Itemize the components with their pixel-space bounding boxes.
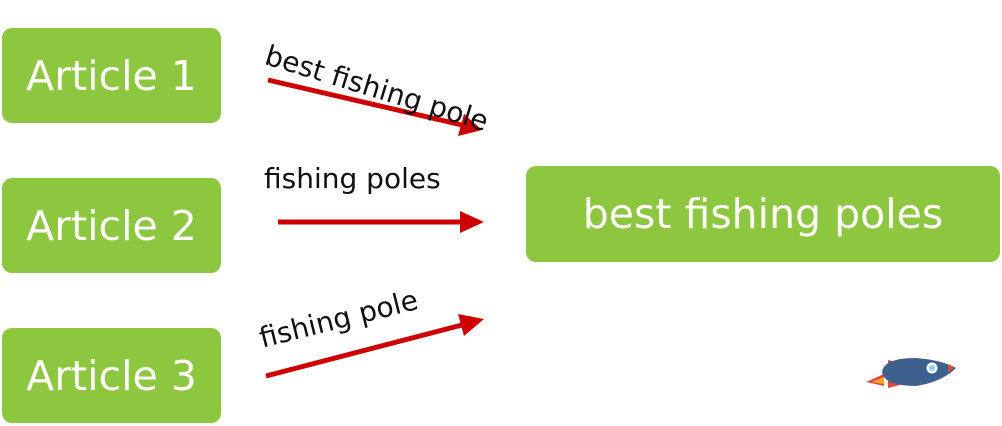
article-1-label: Article 1 [26, 51, 197, 100]
anchor-text-2: fishing poles [264, 162, 441, 195]
article-1-box: Article 1 [2, 28, 221, 123]
article-3-label: Article 3 [26, 351, 197, 400]
arrow-3 [265, 314, 484, 379]
arrow-2 [278, 211, 484, 233]
article-2-box: Article 2 [2, 178, 221, 273]
article-2-label: Article 2 [26, 201, 197, 250]
rocket-icon [866, 358, 956, 388]
target-page-box: best fishing poles [526, 166, 1000, 262]
target-page-label: best fishing poles [582, 190, 944, 238]
article-3-box: Article 3 [2, 328, 221, 423]
arrow-1 [267, 77, 482, 136]
